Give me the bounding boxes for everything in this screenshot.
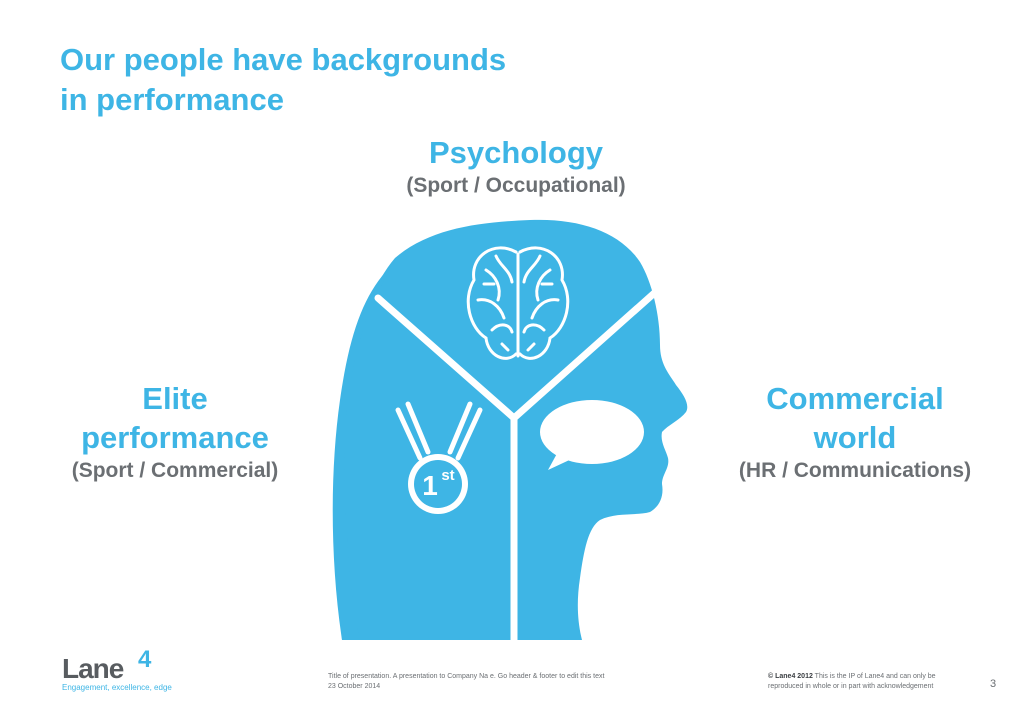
commercial-subtitle: (HR / Communications)	[738, 459, 972, 482]
commercial-title-line-2: world	[813, 420, 897, 455]
medal-icon: 1 st	[395, 401, 483, 514]
speech-bubble-icon	[540, 400, 644, 470]
lane4-logo: Lane 4 Engagement, excellence, edge	[62, 646, 172, 696]
commercial-world-label: Commercial world (HR / Communications)	[700, 379, 1010, 485]
footer-date: 23 October 2014	[328, 683, 381, 690]
elite-title-line-1: Elite	[142, 381, 208, 416]
elite-performance-label: Elite performance (Sport / Commercial)	[30, 379, 320, 485]
page-number: 3	[990, 678, 997, 690]
medal-number: 1	[422, 470, 438, 501]
commercial-title-line-1: Commercial	[766, 381, 944, 416]
logo-tagline: Engagement, excellence, edge	[62, 683, 172, 692]
copyright-text: This is the IP of Lane4 and can only be …	[768, 673, 936, 690]
footer-copyright: © Lane4 2012 This is the IP of Lane4 and…	[768, 672, 968, 692]
psychology-label: Psychology (Sport / Occupational)	[358, 133, 674, 200]
logo-number: 4	[138, 646, 152, 673]
psychology-title: Psychology	[429, 135, 603, 170]
brain-icon	[466, 246, 570, 360]
copyright-bold: © Lane4 2012	[768, 673, 813, 680]
elite-title-line-2: performance	[81, 420, 269, 455]
medal-superscript: st	[441, 467, 454, 484]
slide-title: Our people have backgrounds in performan…	[60, 40, 506, 120]
footer-presentation-info: Title of presentation. A presentation to…	[328, 672, 604, 692]
elite-subtitle: (Sport / Commercial)	[71, 459, 279, 482]
psychology-subtitle: (Sport / Occupational)	[406, 174, 626, 197]
logo-wordmark: Lane	[62, 653, 124, 684]
head-divider-lines	[374, 284, 664, 649]
footer-presentation-line: Title of presentation. A presentation to…	[328, 673, 605, 680]
slide-title-line-1: Our people have backgrounds	[60, 42, 507, 77]
slide-title-line-2: in performance	[60, 82, 284, 117]
